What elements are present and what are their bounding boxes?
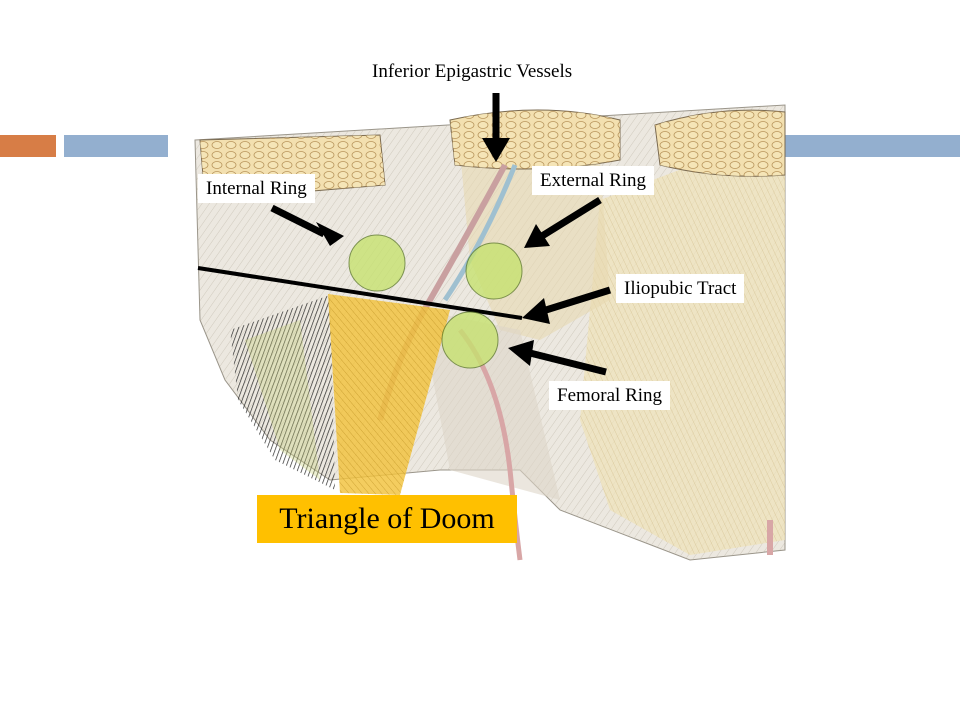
label-inferior-epigastric-vessels: Inferior Epigastric Vessels <box>372 61 573 82</box>
internal-ring-circle <box>348 234 406 292</box>
iliopubic-tract-line <box>197 266 523 320</box>
accent-bar-blue-left <box>64 135 168 157</box>
arrow-external-ring <box>524 197 602 248</box>
triangle-hatching <box>328 294 450 495</box>
label-triangle-of-doom: Triangle of Doom <box>257 495 517 543</box>
arrow-femoral-ring <box>508 340 607 376</box>
arrow-iliopubic-tract <box>522 286 612 324</box>
external-ring-circle <box>465 242 523 300</box>
label-femoral-ring: Femoral Ring <box>549 381 671 410</box>
label-internal-ring: Internal Ring <box>198 174 315 203</box>
femoral-ring-circle <box>441 311 499 369</box>
accent-bar-orange <box>0 135 56 157</box>
accent-bar-blue-right <box>785 135 960 157</box>
label-external-ring: External Ring <box>532 166 655 195</box>
label-iliopubic-tract: Iliopubic Tract <box>616 274 745 303</box>
arrow-internal-ring <box>270 204 344 246</box>
arrow-epigastric <box>482 93 510 162</box>
